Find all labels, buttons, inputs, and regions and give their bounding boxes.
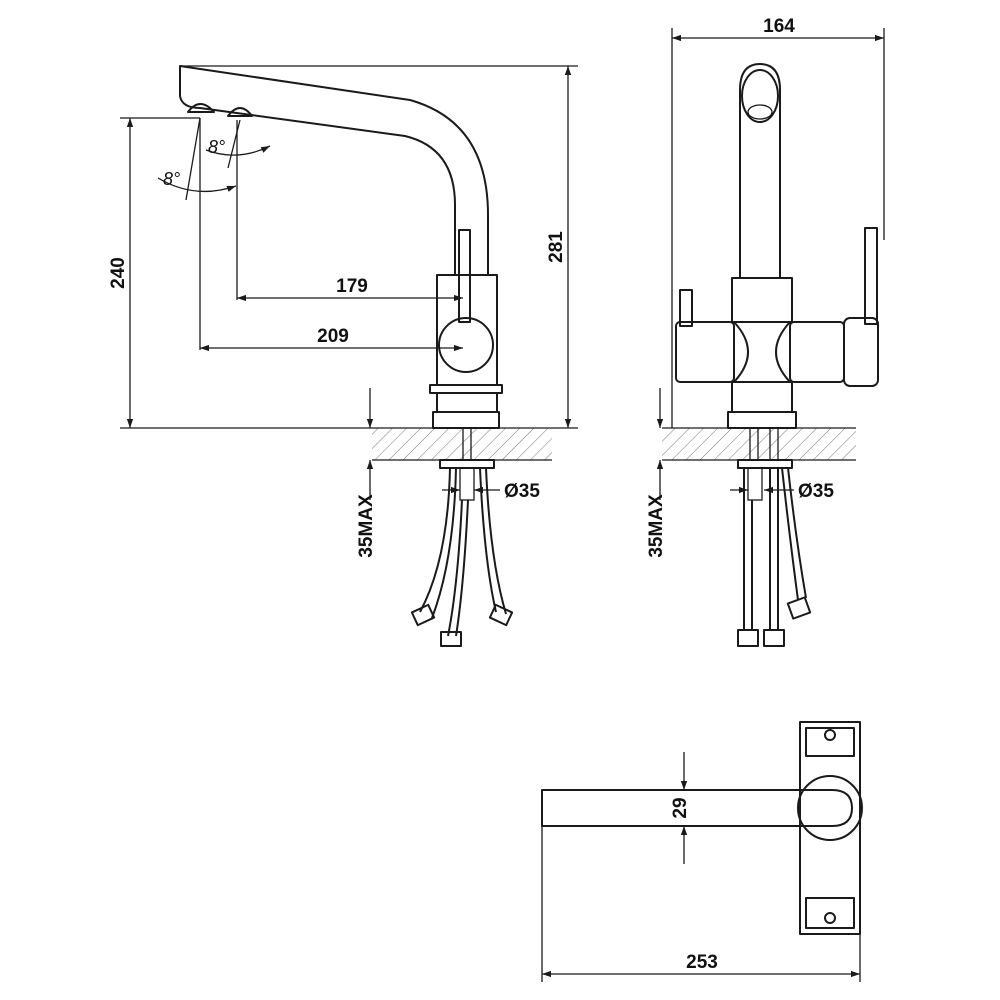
base-collar <box>429 384 503 394</box>
countertop-section-front <box>662 428 856 460</box>
spout-outline <box>179 65 489 276</box>
hole-diameter-front: Ø35 <box>798 481 834 502</box>
front-lever-right <box>864 227 878 325</box>
hose-nut-mid <box>440 631 462 647</box>
front-hose-nut-3 <box>786 596 812 620</box>
front-handle-right-housing <box>789 321 845 383</box>
top-body-circle <box>797 775 863 841</box>
front-body-top <box>731 277 793 323</box>
front-view: 164 35MAX Ø35 <box>646 16 885 647</box>
countertop-section <box>372 428 552 460</box>
hose-nut-right <box>488 603 514 627</box>
base-plate <box>432 411 500 429</box>
top-hole-upper <box>824 729 836 741</box>
dim-reach-outer: 209 <box>317 326 349 347</box>
front-body-lower <box>731 381 793 413</box>
top-spout <box>541 789 853 827</box>
side-knob <box>438 317 494 373</box>
side-lever <box>458 229 471 323</box>
spout-column-front <box>739 63 781 279</box>
mounting-stud <box>459 467 475 501</box>
dim-height-total: 281 <box>546 231 567 263</box>
hose-mid-b <box>455 499 469 637</box>
mounting-washer <box>439 459 495 469</box>
top-hole-lower <box>824 912 836 924</box>
front-handle-left-housing <box>675 321 735 383</box>
top-view: 29 253 <box>541 721 863 982</box>
hose-mid <box>447 499 463 637</box>
front-base-plate <box>727 411 797 429</box>
front-lever-left <box>679 289 693 327</box>
front-hose-nut-2 <box>763 629 785 647</box>
max-deck-thickness-front: 35MAX <box>646 494 667 558</box>
angle-label-2: 8° <box>163 169 180 189</box>
front-hose-nut-1 <box>737 629 759 647</box>
top-plate <box>799 721 861 935</box>
max-deck-thickness-side: 35MAX <box>356 494 377 558</box>
dim-width-front: 164 <box>763 16 795 37</box>
hose-left <box>419 467 451 613</box>
angle-label-1: 8° <box>208 137 225 157</box>
front-right-knob <box>843 317 879 387</box>
dim-length-top: 253 <box>686 952 718 973</box>
side-view: 281 240 179 209 8° 8° 35MAX Ø35 <box>108 65 578 647</box>
dim-height-outlet: 240 <box>108 257 129 289</box>
hose-right-b <box>485 467 507 615</box>
hole-diameter-side: Ø35 <box>504 481 540 502</box>
spout-outlet-front <box>741 69 779 123</box>
dim-spout-width: 29 <box>670 797 691 818</box>
spout-outlet-1 <box>187 103 215 113</box>
hose-nut-left <box>410 603 436 627</box>
spout-outlet-2 <box>227 107 253 117</box>
dim-reach-inner: 179 <box>336 276 368 297</box>
